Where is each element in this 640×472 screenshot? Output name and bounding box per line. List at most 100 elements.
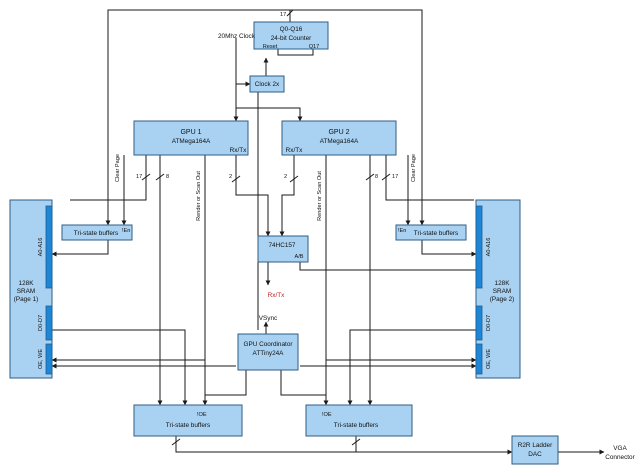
gpu1-chip: ATMega164A	[172, 138, 211, 145]
tri-left-en: !En	[122, 228, 130, 234]
gpu2-block: GPU 2 ATMega164A Rx/Tx	[281, 120, 397, 156]
tri-right-en: !En	[398, 228, 406, 234]
tri-bottom-right-label: Tri-state buffers	[334, 422, 378, 429]
vga-l2: Connector	[605, 454, 635, 461]
sram1-page: (Page 1)	[14, 296, 39, 303]
bus-slash	[141, 173, 151, 181]
gpu2-name: GPU 2	[328, 129, 349, 136]
dac-block: R2R Ladder DAC	[511, 435, 559, 465]
wire-gpu2-rxtx	[279, 155, 295, 237]
wire-righttri-to-sram2	[421, 240, 477, 257]
bus-slash	[155, 173, 165, 181]
bus-2-left: 2	[229, 174, 232, 180]
clear-page-right: Clear Page	[411, 154, 417, 182]
wire-clock-to-gpu2	[236, 107, 303, 122]
gpu1-rect	[133, 120, 249, 156]
wire-gpu1-rxtx	[235, 155, 271, 237]
dac-rect	[511, 435, 559, 465]
counter-q17: Q17	[309, 44, 320, 50]
render-scan-right: Render or Scan Out	[317, 171, 323, 221]
gpu2-rxtx: Rx/Tx	[286, 147, 303, 154]
clock2x-block: Clock 2x	[249, 75, 285, 93]
coord-name: GPU Coordinator	[243, 341, 293, 348]
mux-rxtx: Rx/Tx	[268, 292, 285, 299]
wire-mux-right	[299, 260, 476, 271]
clock2x-label: Clock 2x	[255, 81, 280, 88]
gpu1-name: GPU 1	[180, 129, 201, 136]
sram1-data: D0-D7	[38, 315, 44, 331]
tri-bottom-left-rect	[133, 404, 243, 437]
render-scan-left: Render or Scan Out	[196, 171, 202, 221]
bus-slash	[381, 173, 391, 181]
sram1-sub: SRAM	[17, 288, 35, 295]
wire-q17-reset	[277, 48, 314, 56]
bus-slash	[289, 175, 299, 183]
counter-reset: Reset	[263, 44, 278, 50]
bus-slash	[365, 173, 375, 181]
sram1-block: 128K SRAM (Page 1) A0-A16 D0-D7 OE, WE	[9, 199, 53, 379]
coord-block: GPU Coordinator ATTiny24A VSync	[237, 315, 299, 371]
coord-chip: ATTiny24A	[253, 350, 285, 357]
vga-l1: VGA	[613, 445, 627, 452]
sram1-ctl-bar	[45, 343, 53, 375]
counter-bus-label: 17	[280, 12, 286, 18]
coord-vsync: VSync	[259, 315, 278, 322]
tri-right-label: Tri-state buffers	[414, 230, 458, 237]
wire-sram2-data	[347, 329, 478, 406]
mux-name: 74HC157	[268, 242, 295, 249]
sram2-page: (Page 2)	[490, 296, 515, 303]
sram1-addr: A0-A16	[38, 238, 44, 257]
wire-gpu1-addr	[70, 155, 147, 201]
tri-bottom-left-block: !OE Tri-state buffers	[133, 404, 243, 437]
counter-rect	[253, 21, 329, 50]
clock2x-rect	[249, 75, 285, 93]
sram1-addr-bar	[45, 205, 53, 289]
sram1-rect	[9, 199, 53, 379]
wire-coord-out	[280, 370, 326, 396]
bus-slash	[286, 9, 294, 17]
sram2-block: 128K SRAM (Page 2) A0-A16 D0-D7 OE, WE	[475, 199, 521, 379]
sram2-sub: SRAM	[493, 288, 511, 295]
tri-right-block: Tri-state buffers !En	[395, 224, 467, 241]
dac-l2: DAC	[528, 451, 542, 458]
tri-right-rect	[395, 224, 467, 241]
bus-17-right: 17	[392, 174, 398, 180]
tri-bottom-right-block: !OE Tri-state buffers	[305, 404, 413, 437]
clear-page-left: Clear Page	[115, 154, 121, 182]
tri-left-rect	[61, 224, 133, 241]
sram2-addr-bar	[475, 205, 483, 289]
sram2-data: D0-D7	[486, 315, 492, 331]
clock-label: 20Mhz Clock	[218, 33, 256, 40]
counter-pins: Q0-Q16	[280, 26, 303, 33]
tri-bottom-right-rect	[305, 404, 413, 437]
wire-20mhz-to-clock2x	[235, 38, 251, 87]
coord-rect	[237, 333, 299, 371]
bus-8-right: 8	[375, 174, 378, 180]
wire-tri-to-dac	[175, 436, 513, 455]
bus-slash	[171, 438, 181, 446]
bus-slash	[231, 175, 241, 183]
tri-bottom-left-label: Tri-state buffers	[166, 422, 210, 429]
counter-title: 24-bit Counter	[271, 35, 312, 42]
wire-sram1-data	[50, 329, 188, 406]
wire-coord-out-left	[205, 370, 247, 396]
tri-bottom-right-oe: !OE	[322, 412, 332, 418]
bus-2-right: 2	[284, 174, 287, 180]
mux-sel: A/B	[294, 254, 303, 260]
sram1-data-bar	[45, 305, 53, 341]
tri-left-block: Tri-state buffers !En	[61, 224, 133, 241]
gpu1-block: GPU 1 ATMega164A Rx/Tx	[133, 120, 249, 156]
sram2-data-bar	[475, 305, 483, 341]
dac-l1: R2R Ladder	[518, 442, 553, 449]
sram1-title: 128K	[19, 280, 35, 287]
mux-block: 74HC157 A/B Rx/Tx	[257, 235, 309, 299]
wires	[50, 9, 605, 455]
sram1-ctl: OE, WE	[38, 349, 44, 369]
wire-counter-to-right-tri	[290, 9, 425, 226]
wire-lefttri-to-sram1	[51, 240, 109, 257]
gpu2-rect	[281, 120, 397, 156]
wire-counter-to-left-tri	[105, 9, 291, 226]
bus-8-left: 8	[166, 174, 169, 180]
